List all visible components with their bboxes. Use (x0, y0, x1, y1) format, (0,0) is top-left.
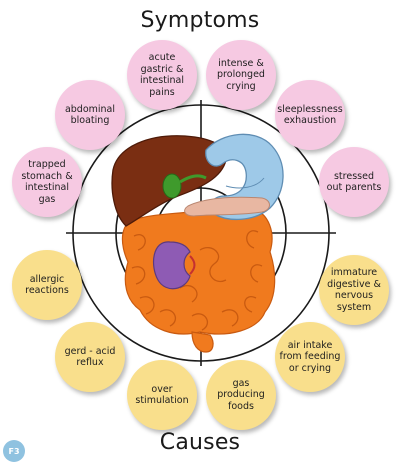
intestines-shape (121, 207, 276, 353)
symptom-bubble-bloating: abdominal bloating (55, 80, 125, 150)
cause-label: gas producing foods (217, 377, 265, 412)
causes-heading: Causes (159, 430, 241, 455)
symptoms-heading: Symptoms (140, 8, 260, 33)
cause-label: immature digestive & nervous system (327, 267, 381, 313)
gallbladder-shape (162, 173, 207, 199)
symptom-bubble-gastric-pains: acute gastric & intestinal pains (127, 40, 197, 110)
symptom-label: intense & prolonged crying (217, 57, 265, 92)
symptom-bubble-sleeplessness: sleeplessness exhaustion (275, 80, 345, 150)
f3-logo: F3 (3, 440, 25, 462)
symptom-bubble-crying: intense & prolonged crying (206, 40, 276, 110)
symptom-label: stressed out parents (326, 170, 382, 194)
cause-bubble-overstimulation: over stimulation (127, 360, 197, 430)
symptom-label: abdominal bloating (64, 103, 116, 127)
kidney-shape (152, 241, 196, 290)
cause-bubble-immature-system: immature digestive & nervous system (319, 255, 389, 325)
pancreas-shape (184, 196, 270, 217)
cause-bubble-air-intake: air intake from feeding or crying (275, 322, 345, 392)
cause-label: air intake from feeding or crying (279, 339, 341, 374)
intestine-folds (131, 230, 263, 331)
cause-label: gerd - acid reflux (64, 345, 116, 369)
cause-bubble-gerd: gerd - acid reflux (55, 322, 125, 392)
symptom-label: sleeplessness exhaustion (277, 103, 343, 127)
cause-label: allergic reactions (25, 273, 69, 297)
symptom-label: trapped stomach & intestinal gas (21, 159, 73, 205)
cause-label: over stimulation (135, 383, 189, 407)
cause-bubble-allergic-reactions: allergic reactions (12, 250, 82, 320)
cause-bubble-gas-foods: gas producing foods (206, 360, 276, 430)
symptom-label: acute gastric & intestinal pains (139, 52, 185, 98)
symptom-bubble-stressed-parents: stressed out parents (319, 147, 389, 217)
symptom-bubble-trapped-gas: trapped stomach & intestinal gas (12, 147, 82, 217)
